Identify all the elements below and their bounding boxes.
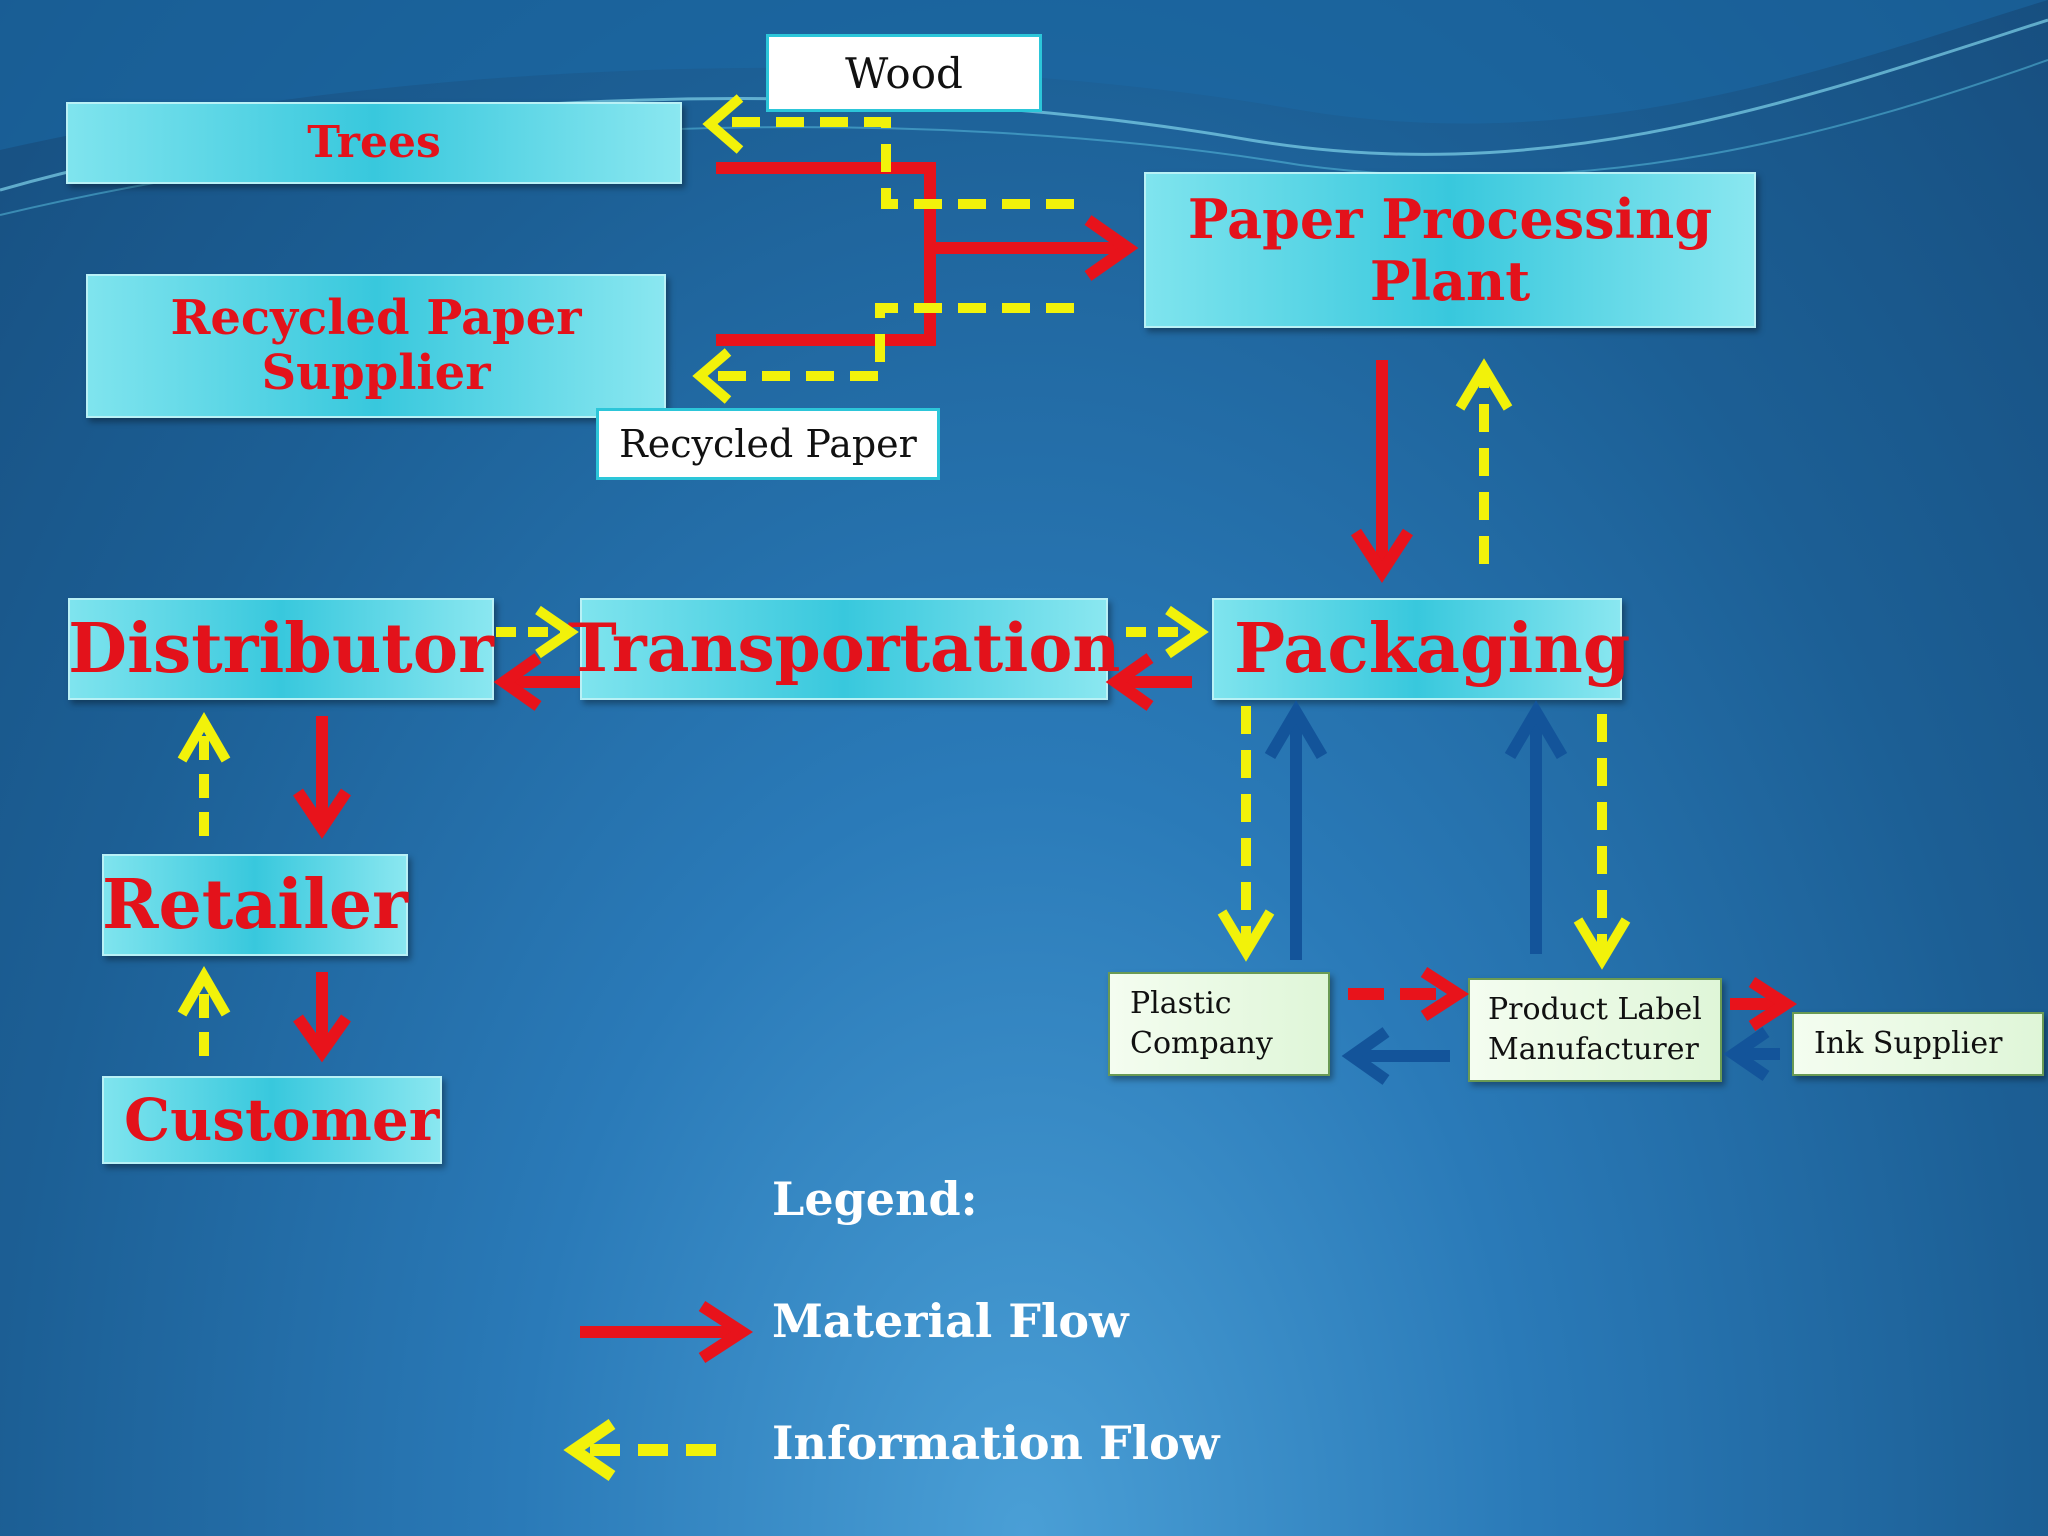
arrow-plastic-to-label: [1348, 966, 1470, 1022]
arrow-plant-to-packaging: [1350, 360, 1414, 584]
node-plastic-company-label: Plastic Company: [1130, 985, 1273, 1062]
node-trees-label: Trees: [307, 116, 441, 168]
legend-material-flow-icon: [580, 1300, 754, 1364]
node-transportation-label: Transportation: [567, 609, 1121, 688]
arrow-transport-to-packaging-info: [1126, 605, 1209, 659]
node-packaging-label: Packaging: [1234, 608, 1631, 689]
node-plastic-company: Plastic Company: [1108, 972, 1330, 1076]
arrow-label-to-ink: [1730, 976, 1798, 1032]
node-product-label-manufacturer-label: Product Label Manufacturer: [1488, 991, 1702, 1068]
arrow-transport-to-distributor: [493, 653, 580, 711]
node-retailer: Retailer: [102, 854, 408, 956]
arrow-packaging-to-plastic-info: [1217, 706, 1275, 962]
arrow-ink-to-label: [1723, 1027, 1780, 1081]
node-distributor: Distributor: [68, 598, 494, 700]
arrow-plant-to-recycled-supplier-info-head: [692, 348, 732, 404]
node-distributor-label: Distributor: [68, 608, 494, 689]
arrow-plant-to-trees-info-head: [702, 94, 744, 154]
label-wood-text: Wood: [845, 48, 963, 98]
label-recycled-paper-text: Recycled Paper: [619, 422, 917, 466]
arrow-plant-to-trees-info: [712, 117, 1074, 209]
arrow-trees-to-plant: [716, 162, 1139, 281]
legend-title: Legend:: [772, 1172, 978, 1226]
arrow-distributor-to-retailer: [293, 716, 351, 839]
arrow-label-to-packaging: [1504, 700, 1568, 954]
arrow-retailer-to-distributor-info: [177, 712, 231, 836]
node-packaging: Packaging: [1212, 598, 1630, 700]
legend-information-flow-label: Information Flow: [772, 1416, 1220, 1470]
label-recycled-paper: Recycled Paper: [596, 408, 940, 480]
arrow-label-to-plastic: [1341, 1027, 1450, 1085]
node-ink-supplier: Ink Supplier: [1792, 1012, 2044, 1076]
node-recycled-paper-supplier: Recycled Paper Supplier: [86, 274, 666, 418]
arrow-packaging-to-label-info: [1573, 714, 1631, 970]
node-ink-supplier-label: Ink Supplier: [1814, 1025, 2003, 1061]
node-retailer-label: Retailer: [102, 864, 408, 945]
legend-material-flow-label: Material Flow: [772, 1294, 1129, 1348]
arrow-plant-to-recycled-supplier-info: [702, 303, 1074, 381]
arrow-distributor-to-transport-info: [496, 605, 579, 659]
node-trees: Trees: [66, 102, 682, 184]
node-transportation: Transportation: [568, 598, 1120, 700]
arrow-plastic-to-packaging: [1264, 700, 1328, 960]
arrow-retailer-to-customer: [293, 972, 351, 1063]
node-product-label-manufacturer: Product Label Manufacturer: [1468, 978, 1722, 1082]
node-paper-processing-plant-label: Paper Processing Plant: [1187, 186, 1713, 313]
node-customer: Customer: [102, 1076, 442, 1164]
legend-information-flow-icon: [563, 1419, 734, 1481]
label-wood: Wood: [766, 34, 1042, 112]
arrow-packaging-to-plant-info: [1455, 358, 1513, 564]
arrow-recycled-supplier-to-plant: [716, 248, 936, 346]
node-recycled-paper-supplier-label: Recycled Paper Supplier: [170, 289, 582, 401]
node-customer-label: Customer: [124, 1085, 440, 1154]
arrow-packaging-to-transport: [1105, 653, 1192, 711]
node-paper-processing-plant: Paper Processing Plant: [1144, 172, 1756, 328]
arrow-customer-to-retailer-info: [177, 966, 231, 1056]
